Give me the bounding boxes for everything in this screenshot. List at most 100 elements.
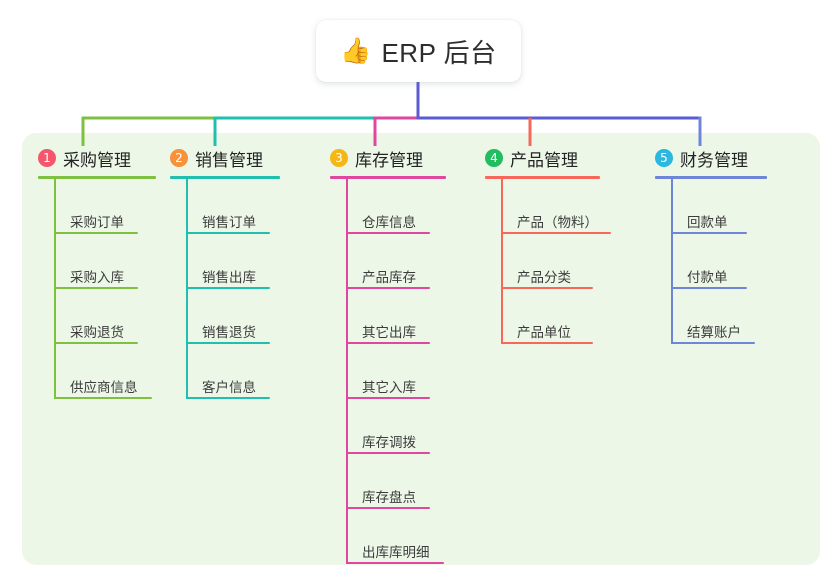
branch-number-badge: 5 <box>655 149 673 167</box>
branch-item[interactable]: 回款单 <box>655 179 767 234</box>
branch-item[interactable]: 客户信息 <box>170 344 280 399</box>
branch-header-underline <box>485 176 600 179</box>
branch-item-underline <box>346 562 444 564</box>
branch-item-label: 销售出库 <box>202 270 256 285</box>
branch-number-badge: 1 <box>38 149 56 167</box>
branch-title: 采购管理 <box>63 150 131 170</box>
branch-item-underline <box>671 342 755 344</box>
branch-item-underline <box>501 287 593 289</box>
branch-spine <box>54 179 56 399</box>
branch-title: 库存管理 <box>355 150 423 170</box>
branch-item[interactable]: 销售出库 <box>170 234 280 289</box>
branch-item[interactable]: 产品库存 <box>330 234 446 289</box>
branch-item-label: 付款单 <box>687 270 728 285</box>
branch-header-1[interactable]: 1 采购管理 <box>38 145 156 171</box>
branch-item[interactable]: 采购退货 <box>38 289 156 344</box>
branch-item-underline <box>346 452 430 454</box>
branch-item-label: 采购退货 <box>70 325 124 340</box>
branch-item-underline <box>671 287 747 289</box>
branch-item-underline <box>186 342 270 344</box>
branch-item-underline <box>501 232 611 234</box>
branch-item[interactable]: 其它出库 <box>330 289 446 344</box>
branch-item[interactable]: 结算账户 <box>655 289 767 344</box>
branch-header-3[interactable]: 3 库存管理 <box>330 145 446 171</box>
root-node-content: 👍 ERP 后台 <box>340 33 496 70</box>
branch-header-4[interactable]: 4 产品管理 <box>485 145 600 171</box>
branch-item-label: 客户信息 <box>202 380 256 395</box>
branch-header-underline <box>330 176 446 179</box>
branch-column-4: 4 产品管理产品（物料） 产品分类产品单位 <box>485 145 611 344</box>
branch-column-2: 2 销售管理销售订单销售出库销售退货客户信息 <box>170 145 280 399</box>
branch-spine <box>346 179 348 564</box>
branch-item-label: 库存盘点 <box>362 490 416 505</box>
thumbs-up-icon: 👍 <box>340 36 372 65</box>
branch-item-label: 产品分类 <box>517 270 571 285</box>
branch-item-underline <box>54 397 152 399</box>
branch-item-underline <box>671 232 747 234</box>
branch-header-underline <box>170 176 280 179</box>
branch-item[interactable]: 供应商信息 <box>38 344 156 399</box>
branch-item[interactable]: 采购订单 <box>38 179 156 234</box>
branch-item-label: 其它入库 <box>362 380 416 395</box>
branch-item[interactable]: 销售退货 <box>170 289 280 344</box>
branch-item-underline <box>54 287 138 289</box>
branch-header-2[interactable]: 2 销售管理 <box>170 145 280 171</box>
branches-panel <box>22 133 820 565</box>
branch-column-3: 3 库存管理仓库信息产品库存其它出库其它入库库存调拨库存盘点出库库明细 <box>330 145 446 564</box>
branch-item-label: 产品库存 <box>362 270 416 285</box>
branch-item-underline <box>346 232 430 234</box>
branch-item[interactable]: 采购入库 <box>38 234 156 289</box>
branch-item-label: 销售退货 <box>202 325 256 340</box>
branch-item[interactable]: 产品（物料） <box>485 179 611 234</box>
branch-item[interactable]: 库存调拨 <box>330 399 446 454</box>
branch-number-badge: 2 <box>170 149 188 167</box>
branch-item-list: 采购订单采购入库采购退货供应商信息 <box>38 179 156 399</box>
branch-spine <box>186 179 188 399</box>
branch-column-1: 1 采购管理采购订单采购入库采购退货供应商信息 <box>38 145 156 399</box>
branch-header-underline <box>38 176 156 179</box>
branch-title: 财务管理 <box>680 150 748 170</box>
branch-item-label: 回款单 <box>687 215 728 230</box>
branch-item-list: 销售订单销售出库销售退货客户信息 <box>170 179 280 399</box>
branch-spine <box>671 179 673 344</box>
branch-item-underline <box>501 342 593 344</box>
branch-item[interactable]: 库存盘点 <box>330 454 446 509</box>
branch-item-label: 库存调拨 <box>362 435 416 450</box>
branch-item-underline <box>54 342 138 344</box>
branch-item[interactable]: 产品单位 <box>485 289 600 344</box>
branch-item-label: 其它出库 <box>362 325 416 340</box>
branch-item[interactable]: 产品分类 <box>485 234 600 289</box>
branch-item[interactable]: 销售订单 <box>170 179 280 234</box>
branch-title: 销售管理 <box>195 150 263 170</box>
root-node[interactable]: 👍 ERP 后台 <box>316 20 521 82</box>
branch-item-label: 采购入库 <box>70 270 124 285</box>
branch-item[interactable]: 其它入库 <box>330 344 446 399</box>
branch-item-underline <box>186 397 270 399</box>
branch-item-underline <box>346 507 430 509</box>
branch-item[interactable]: 出库库明细 <box>330 509 446 564</box>
branch-column-5: 5 财务管理回款单付款单结算账户 <box>655 145 767 344</box>
root-title: ERP 后台 <box>381 37 497 68</box>
branch-number-badge: 3 <box>330 149 348 167</box>
branch-item-label: 产品（物料） <box>517 215 598 230</box>
branch-spine <box>501 179 503 344</box>
branch-item-underline <box>346 397 430 399</box>
branch-item-list: 仓库信息产品库存其它出库其它入库库存调拨库存盘点出库库明细 <box>330 179 446 564</box>
branch-header-5[interactable]: 5 财务管理 <box>655 145 767 171</box>
branch-title: 产品管理 <box>510 150 578 170</box>
branch-item-list: 回款单付款单结算账户 <box>655 179 767 344</box>
branch-item-label: 出库库明细 <box>362 545 430 560</box>
branch-item-underline <box>186 287 270 289</box>
branch-item[interactable]: 付款单 <box>655 234 767 289</box>
branch-item-label: 结算账户 <box>687 325 741 340</box>
branch-item-label: 采购订单 <box>70 215 124 230</box>
branch-item[interactable]: 仓库信息 <box>330 179 446 234</box>
branch-item-underline <box>186 232 270 234</box>
branch-item-underline <box>54 232 138 234</box>
branch-item-label: 销售订单 <box>202 215 256 230</box>
branch-item-label: 仓库信息 <box>362 215 416 230</box>
branch-number-badge: 4 <box>485 149 503 167</box>
branch-item-label: 产品单位 <box>517 325 571 340</box>
